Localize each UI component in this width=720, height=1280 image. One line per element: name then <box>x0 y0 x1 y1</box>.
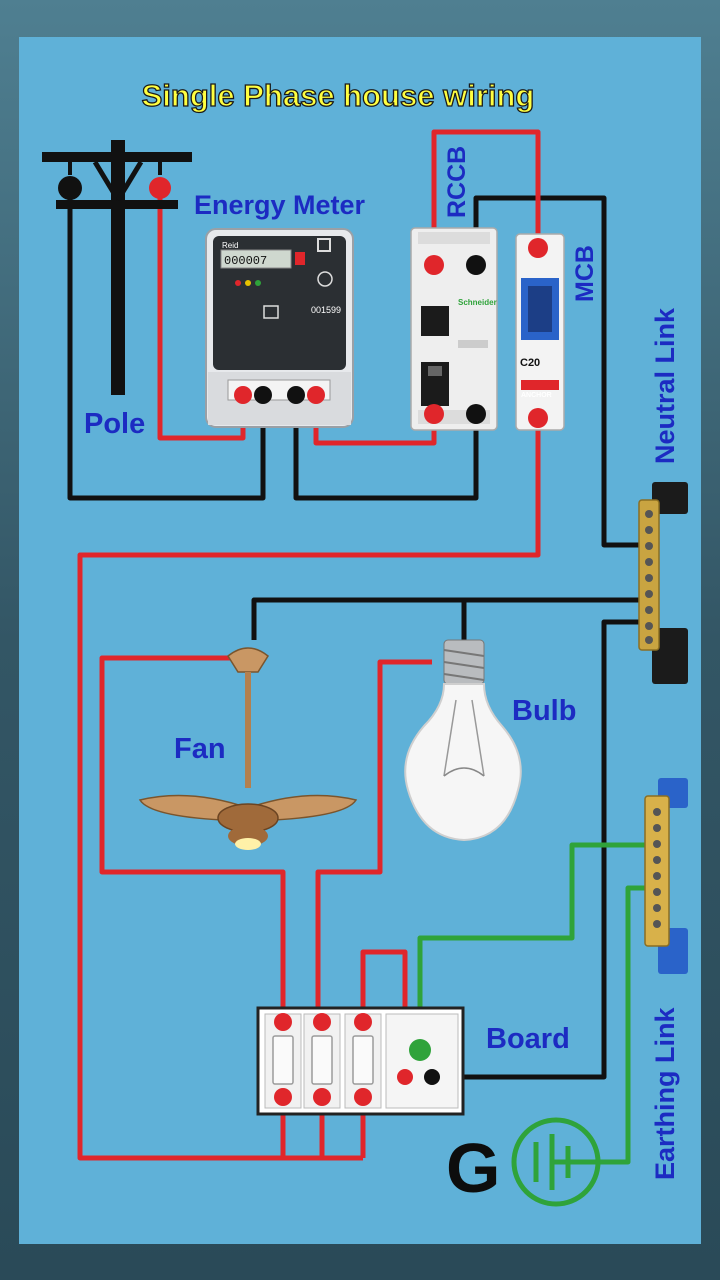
mcb-rating: C20 <box>520 357 540 369</box>
meter-serial: 001599 <box>311 305 341 315</box>
pole-label: Pole <box>84 408 145 440</box>
earthing-link-label: Earthing Link <box>650 1007 680 1180</box>
earthing-link-bar <box>644 778 688 974</box>
ceiling-fan <box>138 647 358 850</box>
rccb-label: RCCB <box>443 146 471 218</box>
ground-letter: G <box>446 1129 500 1207</box>
meter-reading: 000007 <box>224 254 267 268</box>
bulb-label: Bulb <box>512 695 576 727</box>
neutral-link-label: Neutral Link <box>650 307 680 464</box>
meter-brand: Reid <box>222 241 238 250</box>
utility-pole <box>42 140 192 395</box>
board-label: Board <box>486 1023 570 1055</box>
switch-board <box>256 1006 465 1116</box>
ground-symbol-icon <box>511 1117 601 1207</box>
fan-label: Fan <box>174 733 226 765</box>
mcb-brand: ANCHOR <box>521 392 552 399</box>
energy-meter: Reid 000007 001599 <box>205 228 354 428</box>
light-bulb <box>404 639 522 842</box>
mcb-label: MCB <box>571 245 599 302</box>
neutral-wires <box>67 190 645 1080</box>
neutral-link-bar <box>638 482 688 684</box>
diagram-title: Single Phase house wiring <box>142 78 535 113</box>
rccb-device: Schneider <box>410 227 498 431</box>
rccb-brand: Schneider <box>458 298 497 307</box>
mcb-device: C20 ANCHOR <box>515 233 565 431</box>
earth-wires <box>417 842 648 1165</box>
energy-meter-label: Energy Meter <box>194 190 366 220</box>
